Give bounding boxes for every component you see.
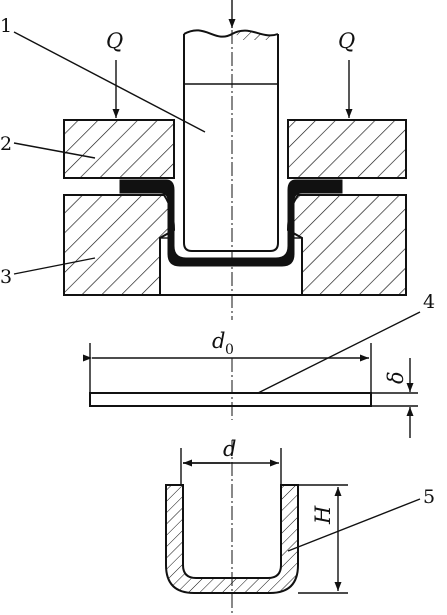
cup-diameter-label: d	[223, 437, 236, 461]
blank-diameter-label: d	[212, 329, 225, 353]
blank-plate	[89, 392, 372, 407]
blank-holder-left	[63, 119, 175, 179]
die	[63, 194, 407, 296]
blank-diameter-sub: 0	[225, 342, 234, 358]
leader-2	[13, 142, 96, 159]
part-label-1: 1	[0, 15, 12, 37]
force-label-left: Q	[106, 29, 123, 53]
drawn-blank-section	[119, 179, 343, 267]
leader-5	[287, 498, 421, 552]
part-label-5: 5	[423, 486, 435, 508]
force-label-right: Q	[338, 29, 355, 53]
leader-1	[13, 31, 206, 133]
leader-4	[257, 311, 421, 394]
blank-holder	[63, 119, 407, 179]
part-label-3: 3	[0, 266, 12, 288]
thickness-label: δ	[384, 371, 408, 384]
punch	[183, 29, 279, 252]
cup-height-label: H	[311, 505, 335, 525]
part-label-2: 2	[0, 133, 12, 155]
part-label-4: 4	[423, 291, 435, 313]
press-assembly: Q Q 1 2 3	[0, 0, 407, 320]
flat-blank: d 0 δ 4	[83, 291, 435, 438]
drawn-cup: d H 5	[165, 437, 435, 615]
leader-3	[13, 257, 96, 275]
blank-holder-right	[287, 119, 407, 179]
